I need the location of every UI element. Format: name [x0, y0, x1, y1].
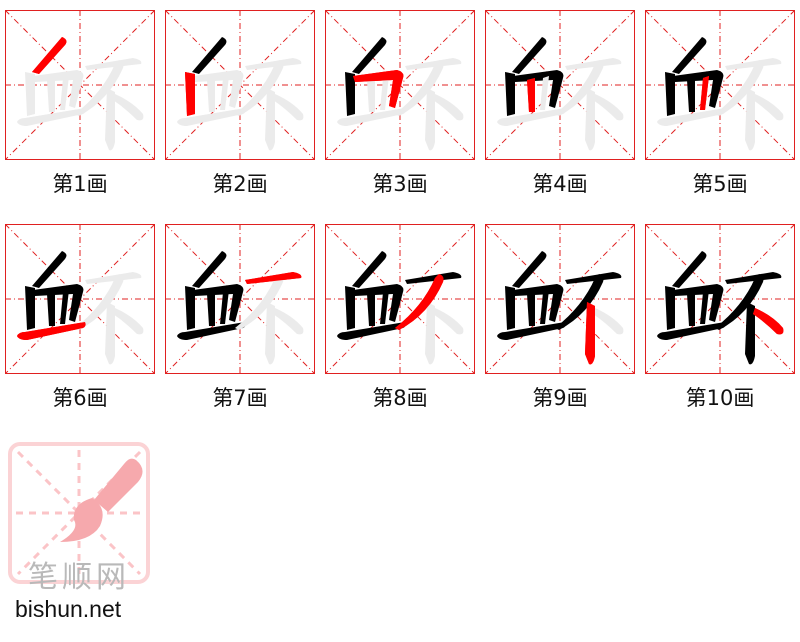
stroke-caption-7: 第7画 [212, 386, 268, 410]
stroke-cell-1 [5, 10, 155, 160]
stroke-caption-10: 第10画 [685, 386, 755, 410]
stroke-diagram-6 [5, 224, 155, 374]
stroke-caption-6: 第6画 [52, 386, 108, 410]
stroke-cell-5 [645, 10, 795, 160]
stroke-diagram-1 [5, 10, 155, 160]
stroke-diagram-3 [325, 10, 475, 160]
stroke-caption-4: 第4画 [532, 172, 588, 196]
stroke-cell-9 [485, 224, 635, 374]
stroke-cell-6 [5, 224, 155, 374]
stroke-caption-2: 第2画 [212, 172, 268, 196]
stroke-cell-7 [165, 224, 315, 374]
stroke-cell-2 [165, 10, 315, 160]
stroke-cell-8 [325, 224, 475, 374]
stroke-cell-4 [485, 10, 635, 160]
bishun-logo[interactable]: 笔顺网 [8, 442, 150, 595]
stroke-caption-9: 第9画 [532, 386, 588, 410]
stroke-diagram-9 [485, 224, 635, 374]
site-url[interactable]: bishun.net [15, 596, 122, 622]
stroke-diagram-2 [165, 10, 315, 160]
stroke-diagram-10 [645, 224, 795, 374]
stroke-cell-10 [645, 224, 795, 374]
stroke-diagram-5 [645, 10, 795, 160]
stroke-diagram-8 [325, 224, 475, 374]
stroke-diagram-4 [485, 10, 635, 160]
stroke-caption-3: 第3画 [372, 172, 428, 196]
stroke-caption-5: 第5画 [692, 172, 748, 196]
brush-icon [8, 442, 150, 584]
logo-text: 笔顺网 [28, 560, 130, 595]
stroke-diagram-7 [165, 224, 315, 374]
stroke-cell-3 [325, 10, 475, 160]
stroke-caption-1: 第1画 [52, 172, 108, 196]
stroke-caption-8: 第8画 [372, 386, 428, 410]
